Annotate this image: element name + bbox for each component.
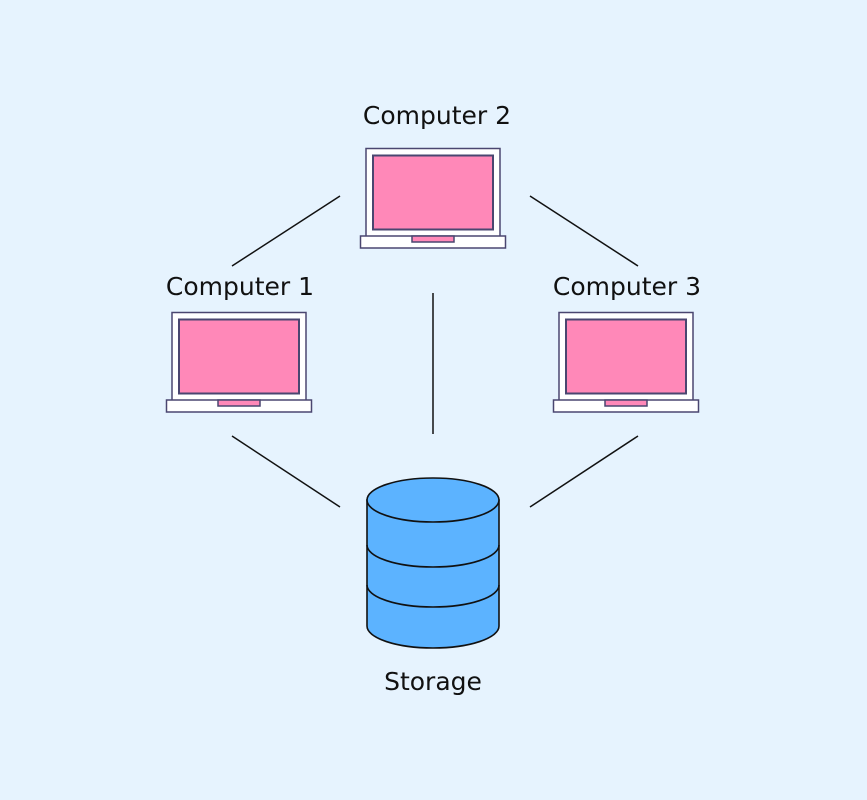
laptop-icon xyxy=(165,311,313,413)
database-icon xyxy=(366,477,500,649)
storage-label: Storage xyxy=(384,667,482,696)
laptop-icon xyxy=(552,311,700,413)
connections xyxy=(231,195,639,508)
computer-3-label: Computer 3 xyxy=(553,272,701,301)
edge-computer2-computer3 xyxy=(529,195,639,267)
computer-2-label: Computer 2 xyxy=(363,101,511,130)
edge-computer3-storage xyxy=(529,435,639,508)
edge-computer1-computer2 xyxy=(231,195,341,267)
laptop-icon xyxy=(359,147,507,249)
edge-computer1-storage xyxy=(231,435,341,508)
computer-1-label: Computer 1 xyxy=(166,272,314,301)
